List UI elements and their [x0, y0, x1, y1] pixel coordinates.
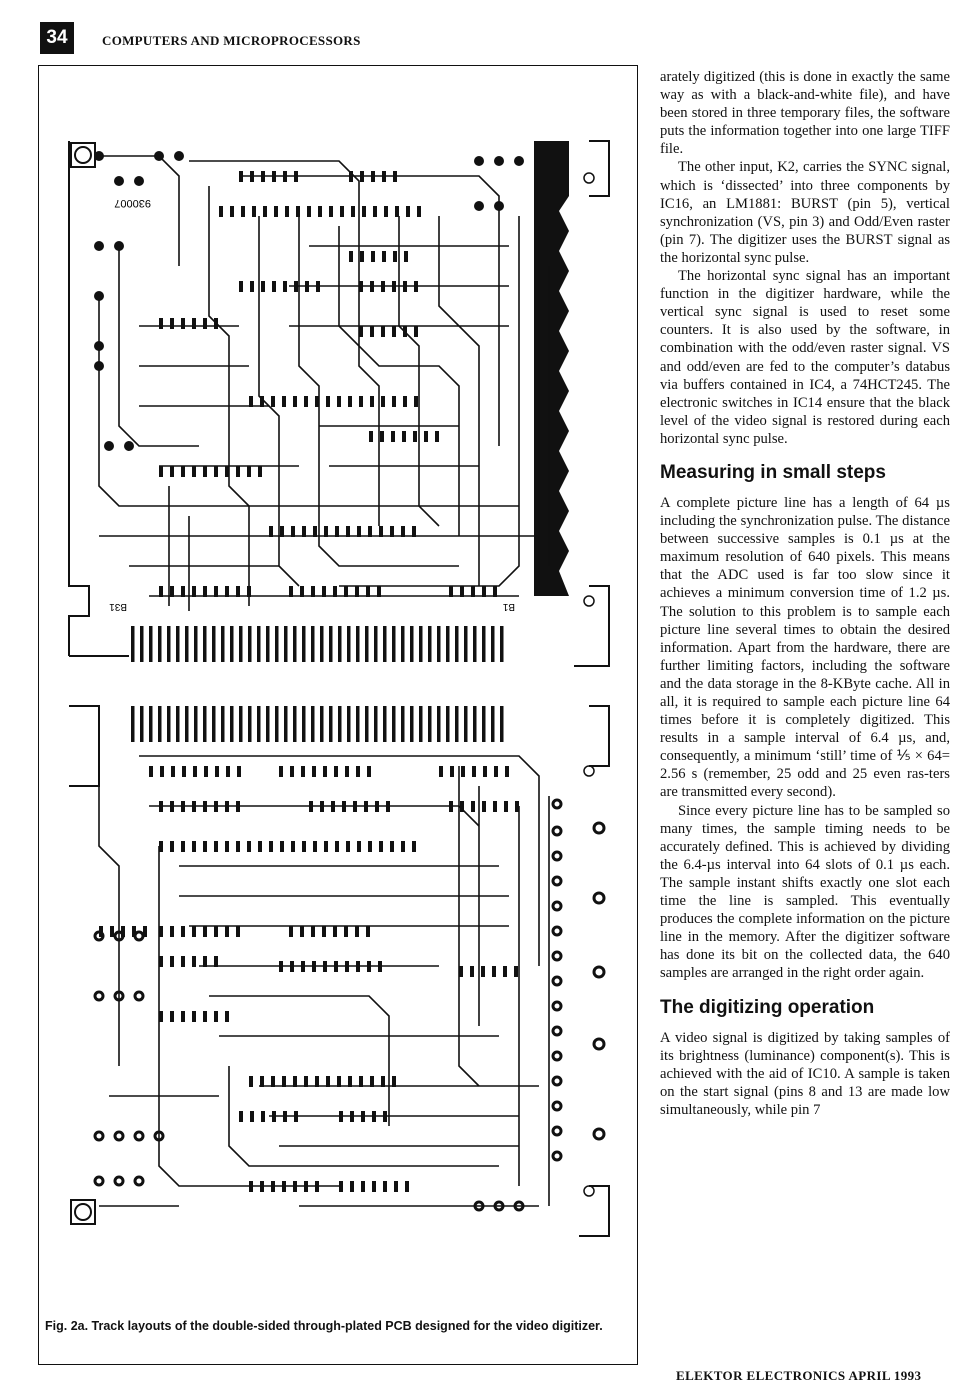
paragraph-6: A video signal is digitized by taking sa…: [660, 1029, 950, 1118]
paragraph-5: Since every picture line has to be sampl…: [660, 802, 950, 982]
edge-connector-bottom: [131, 706, 504, 742]
footer-running-text: ELEKTOR ELECTRONICS APRIL 1993: [676, 1368, 922, 1383]
top-board-outline-right: [589, 140, 610, 197]
heading-measuring: Measuring in small steps: [660, 461, 886, 483]
paragraph-2: The other input, K2, carries the SYNC si…: [660, 159, 950, 266]
top-board-outline-left: [68, 141, 90, 656]
running-head: COMPUTERS AND MICROPROCESSORS: [102, 33, 361, 48]
heading-digitizing: The digitizing operation: [660, 996, 875, 1018]
edge-connector-top: [131, 626, 504, 662]
figure-caption: Fig. 2a. Track layouts of the double-sid…: [45, 1319, 603, 1333]
b1-label: B1: [502, 601, 515, 612]
mount-hole-top-right: [583, 172, 595, 184]
paragraph-3: The horizontal sync signal has an import…: [660, 268, 950, 447]
ic-pins-bottom-board: [99, 766, 519, 1192]
traces-bottom-board: [98, 755, 550, 1207]
pcb-track-layout-drawing: 930007 B1 B31: [68, 140, 610, 1237]
elektor-logo-top: [70, 142, 96, 168]
elektor-logo-bottom: [70, 1199, 96, 1225]
paragraph-1: arately digitized (this is done in exact…: [660, 69, 950, 158]
pcb-figure: 930007 B1 B31 Fig. 2a. Track layouts of …: [38, 65, 638, 1365]
bottom-board-outline-right: [589, 705, 610, 767]
traces-top-board: [98, 155, 550, 611]
b31-label: B31: [109, 601, 127, 612]
ic-pins-top-board: [159, 171, 497, 597]
board-code-label: 930007: [114, 197, 151, 209]
pads-top-board: [94, 151, 524, 451]
paragraph-4: A complete picture line has a length of …: [660, 494, 950, 801]
bottom-board-outline-left: [69, 705, 100, 787]
body-column: arately digitized (this is done in exact…: [660, 68, 950, 1119]
connector-strip-top: [534, 141, 569, 596]
page-number: 34: [40, 22, 74, 54]
pads-bottom-board: [93, 798, 606, 1212]
